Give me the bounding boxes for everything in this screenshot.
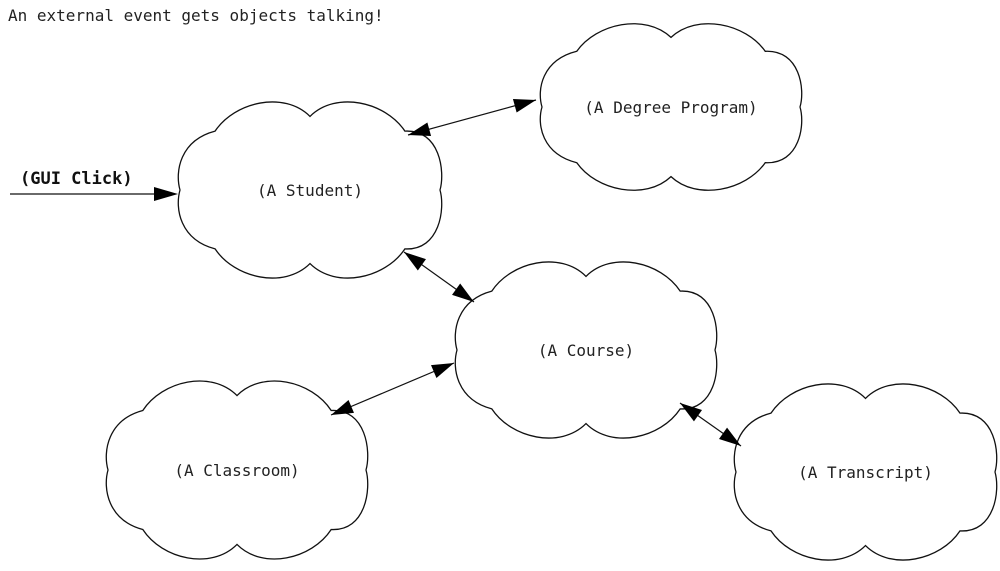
node-label: (A Classroom) bbox=[174, 461, 299, 480]
arrowhead-start bbox=[331, 399, 354, 415]
cloud-shape bbox=[539, 23, 803, 191]
arrowhead-end bbox=[718, 427, 741, 446]
cloud-shape bbox=[454, 261, 718, 439]
object-node-degree: (A Degree Program) bbox=[539, 23, 803, 191]
object-node-course: (A Course) bbox=[454, 261, 718, 439]
cloud-shape bbox=[177, 101, 443, 279]
event-arrowhead bbox=[154, 187, 178, 201]
node-label: (A Transcript) bbox=[798, 463, 933, 482]
cloud-shape bbox=[105, 380, 369, 560]
node-label: (A Degree Program) bbox=[584, 98, 757, 117]
edge-student-course bbox=[403, 251, 475, 303]
edge-course-transcript bbox=[679, 402, 742, 447]
arrowhead-end bbox=[431, 363, 454, 379]
object-node-transcript: (A Transcript) bbox=[733, 383, 998, 561]
cloud-shape bbox=[733, 383, 998, 561]
edge-course-classroom bbox=[330, 362, 455, 416]
node-label: (A Student) bbox=[257, 181, 363, 200]
arrowhead-start bbox=[408, 122, 432, 136]
arrowhead-start bbox=[404, 252, 426, 271]
arrowhead-end bbox=[512, 99, 536, 113]
edge-line bbox=[407, 99, 537, 136]
external-event: (GUI Click) bbox=[10, 169, 178, 201]
edge-student-degree bbox=[407, 99, 537, 136]
arrowhead-start bbox=[680, 403, 703, 422]
arrowhead-end bbox=[452, 283, 474, 302]
diagram-caption: An external event gets objects talking! bbox=[8, 6, 384, 25]
object-node-classroom: (A Classroom) bbox=[105, 380, 369, 560]
edge-line bbox=[330, 362, 455, 416]
object-node-student: (A Student) bbox=[177, 101, 443, 279]
event-label: (GUI Click) bbox=[20, 169, 133, 189]
node-label: (A Course) bbox=[538, 341, 634, 360]
